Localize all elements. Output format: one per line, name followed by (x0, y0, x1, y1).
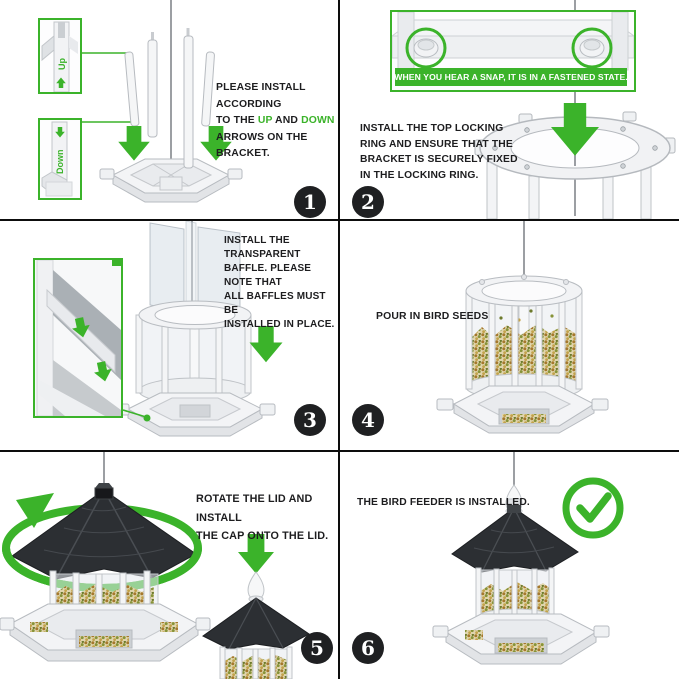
horizontal-grid-divider (0, 450, 679, 452)
step-6-illustration (432, 452, 624, 665)
inset-connector-dot (143, 414, 151, 422)
step-4-illustration (436, 221, 609, 434)
step-5-instruction: ROTATE THE LID AND INSTALL THE CAP ONTO … (196, 493, 329, 542)
step-number-badge: 2 (352, 186, 384, 218)
step-number-badge: 6 (352, 632, 384, 664)
up-label: Up (57, 58, 67, 70)
checkmark-icon (562, 477, 624, 539)
horizontal-grid-divider (0, 219, 679, 221)
step-3-illustration (113, 221, 283, 437)
tray-seeds (498, 643, 544, 652)
side-brackets (124, 32, 215, 138)
tray-seeds (465, 630, 483, 640)
step-2-illustration (474, 0, 676, 219)
baffle-detail-inset (33, 258, 123, 418)
tray-seeds (502, 414, 546, 423)
bird-seeds (470, 324, 578, 385)
inset-corner-mark (112, 260, 121, 266)
baffle-closeup (35, 260, 121, 416)
step-3-instruction: INSTALL THE TRANSPARENT BAFFLE. PLEASE N… (224, 235, 335, 330)
up-bracket-inset: Up (38, 18, 82, 94)
step-3-panel: INSTALL THE TRANSPARENT BAFFLE. PLEASE N… (0, 221, 339, 450)
small-feeder-with-cap (202, 534, 310, 679)
snap-banner: WHEN YOU HEAR A SNAP, IT IS IN A FASTENE… (394, 68, 628, 86)
vertical-grid-divider (338, 0, 340, 679)
down-bracket-inset: Down (38, 118, 82, 200)
up-bracket-closeup: Up (41, 21, 78, 92)
feeder-base (0, 603, 211, 662)
tray-seeds (30, 622, 48, 632)
cap-finial (247, 571, 265, 600)
step-2-panel: WHEN YOU HEAR A SNAP, IT IS IN A FASTENE… (341, 0, 679, 219)
snap-detail-inset: WHEN YOU HEAR A SNAP, IT IS IN A FASTENE… (390, 10, 636, 92)
step-4-panel: POUR IN BIRD SEEDS 4 (341, 221, 679, 450)
small-roof (202, 597, 310, 650)
snap-closeup (392, 12, 634, 71)
instruction-text: ARROWS ON THE BRACKET. (216, 131, 308, 159)
feeder-base (432, 613, 610, 665)
step-1-instruction: PLEASE INSTALL ACCORDING TO THE UP AND D… (216, 80, 339, 163)
rotate-arrowhead (16, 493, 54, 528)
highlight-circle (405, 27, 447, 69)
instruction-text: PLEASE INSTALL ACCORDING TO THE (216, 82, 306, 126)
center-pole (183, 28, 194, 169)
assembled-feeder (432, 484, 610, 665)
step-number-badge: 4 (352, 404, 384, 436)
feeder-base (436, 385, 609, 434)
instruction-text: AND (272, 115, 302, 126)
highlight-circle (571, 27, 613, 69)
step-5-panel: ROTATE THE LID AND INSTALL THE CAP ONTO … (0, 452, 339, 679)
feeder-base (99, 158, 243, 203)
down-label: Down (55, 150, 65, 175)
step-5-illustration (0, 452, 310, 679)
step-6-panel: THE BIRD FEEDER IS INSTALLED. 6 (341, 452, 679, 679)
step-4-instruction: POUR IN BIRD SEEDS (376, 311, 489, 322)
step-1-illustration (80, 0, 243, 203)
feeder-roof (451, 507, 579, 573)
step-1-panel: Up Down PLEASE INSTALL ACCORDING TO THE … (0, 0, 339, 219)
inset-connector-line (122, 409, 147, 418)
down-arrow-icon (118, 126, 150, 161)
step-6-instruction: THE BIRD FEEDER IS INSTALLED. (357, 497, 530, 508)
tray-seeds (160, 622, 178, 632)
down-word: DOWN (301, 115, 335, 126)
up-word: UP (257, 115, 273, 126)
down-bracket-closeup: Down (41, 121, 73, 197)
step-number-badge: 1 (294, 186, 326, 218)
feeder-cylinder (465, 274, 583, 401)
tray-seeds (79, 636, 129, 647)
step-number-badge: 5 (301, 632, 333, 664)
step-2-instruction: INSTALL THE TOP LOCKING RING AND ENSURE … (360, 123, 518, 181)
step-number-badge: 3 (294, 404, 326, 436)
